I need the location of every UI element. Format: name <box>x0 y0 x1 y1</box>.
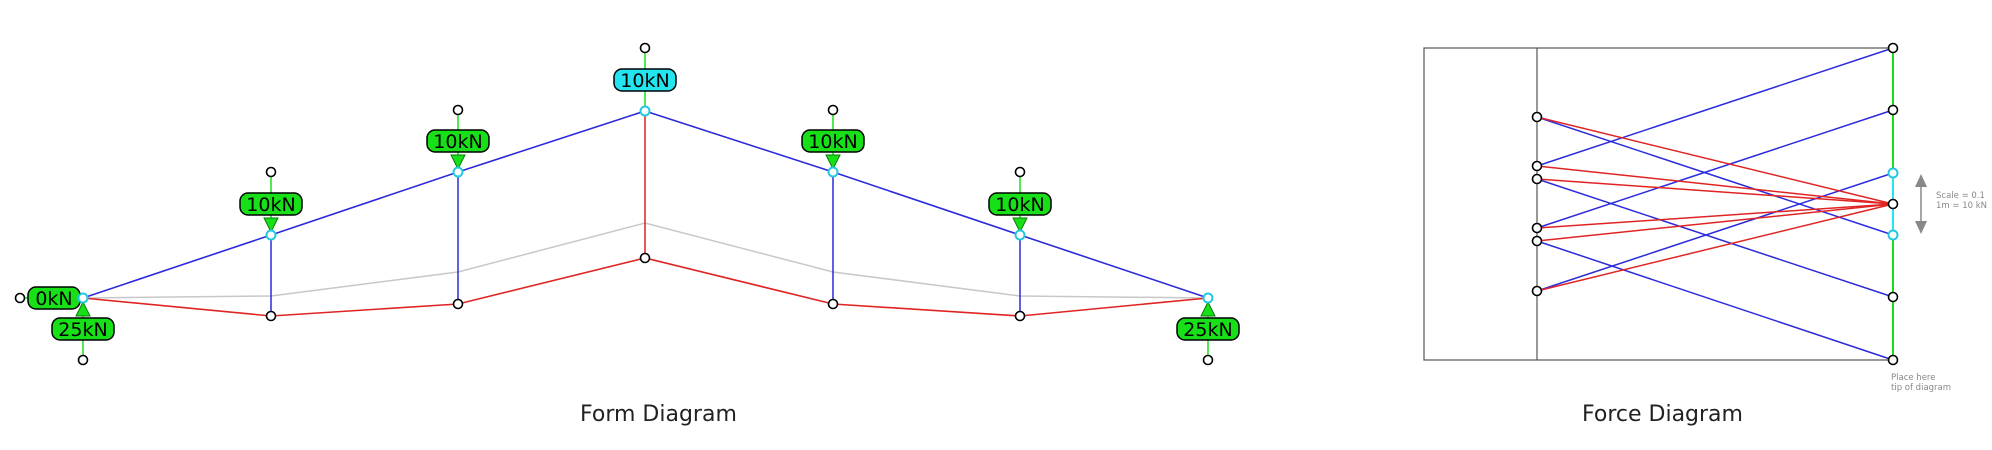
load-tag-node-2[interactable]: 10kN <box>426 129 490 153</box>
force-diagram-caption: Force Diagram <box>1582 402 1743 427</box>
force-line <box>1536 178 1894 298</box>
force-node[interactable] <box>1887 104 1899 116</box>
load-arrow <box>825 154 841 171</box>
force-line <box>1536 203 1894 292</box>
force-line <box>1536 47 1894 167</box>
scale-label: Scale = 0.1 <box>1936 191 1985 201</box>
anchor-point[interactable] <box>639 42 651 54</box>
force-line <box>1536 116 1894 205</box>
reaction-arrow <box>75 300 91 317</box>
load-arrow <box>450 154 466 171</box>
top-node[interactable] <box>1202 292 1214 304</box>
svg-text:25kN: 25kN <box>1183 319 1232 341</box>
force-line <box>1536 165 1894 205</box>
force-node[interactable] <box>1531 111 1543 123</box>
svg-text:10kN: 10kN <box>246 194 295 216</box>
force-line <box>1536 109 1894 229</box>
reaction-arrow <box>1200 300 1216 317</box>
svg-text:0kN: 0kN <box>35 288 72 310</box>
force-node-selected[interactable] <box>1887 229 1899 241</box>
reaction-tag-left[interactable]: 25kN <box>51 317 115 341</box>
force-diagram-frame <box>1423 47 1894 361</box>
force-line <box>1536 116 1894 236</box>
bottom-node[interactable] <box>1014 310 1026 322</box>
force-line <box>1536 172 1894 292</box>
svg-text:25kN: 25kN <box>58 319 107 341</box>
force-node[interactable] <box>1887 42 1899 54</box>
anchor-point[interactable] <box>1014 166 1026 178</box>
load-arrow <box>1012 217 1028 234</box>
force-node[interactable] <box>1887 354 1899 366</box>
scale-arrow[interactable] <box>1915 174 1927 234</box>
force-line <box>1536 203 1894 229</box>
placement-hint-line-2: tip of diagram <box>1891 383 1951 393</box>
force-node[interactable] <box>1531 235 1543 247</box>
force-diagram: Scale = 0.1 1m = 10 kN Place here tip of… <box>1423 42 1987 393</box>
force-node-selected[interactable] <box>1887 167 1899 179</box>
top-node[interactable] <box>265 229 277 241</box>
svg-text:10kN: 10kN <box>995 194 1044 216</box>
bottom-node[interactable] <box>265 310 277 322</box>
scale-unit-label: 1m = 10 kN <box>1936 201 1987 211</box>
load-tag-node-4[interactable]: 10kN <box>801 129 865 153</box>
bottom-node[interactable] <box>639 252 651 264</box>
svg-text:10kN: 10kN <box>433 131 482 153</box>
bottom-node[interactable] <box>452 298 464 310</box>
force-line <box>1536 240 1894 361</box>
top-chord-left <box>82 110 646 299</box>
top-node[interactable] <box>639 105 651 117</box>
force-node[interactable] <box>1531 173 1543 185</box>
anchor-point[interactable] <box>77 354 89 366</box>
svg-text:10kN: 10kN <box>620 70 669 92</box>
force-node[interactable] <box>1887 291 1899 303</box>
load-tag-node-1[interactable]: 10kN <box>239 192 303 216</box>
top-node[interactable] <box>77 292 89 304</box>
placement-hint: Place here <box>1891 373 1935 383</box>
anchor-point[interactable] <box>1202 354 1214 366</box>
force-node[interactable] <box>1531 222 1543 234</box>
bottom-node[interactable] <box>827 298 839 310</box>
force-line <box>1536 178 1894 205</box>
anchor-point[interactable] <box>827 104 839 116</box>
bottom-chord <box>82 257 1209 317</box>
top-node[interactable] <box>827 166 839 178</box>
load-tag-apex[interactable]: 10kN <box>613 68 677 92</box>
reaction-tag-right[interactable]: 25kN <box>1176 317 1240 341</box>
force-node[interactable] <box>1531 285 1543 297</box>
load-tag-node-5[interactable]: 10kN <box>988 192 1052 216</box>
top-node[interactable] <box>452 166 464 178</box>
force-node[interactable] <box>1531 160 1543 172</box>
anchor-point[interactable] <box>452 104 464 116</box>
form-diagram-caption: Form Diagram <box>580 402 737 427</box>
force-line <box>1536 203 1894 242</box>
top-node[interactable] <box>1014 229 1026 241</box>
force-node[interactable] <box>1887 198 1899 210</box>
anchor-point[interactable] <box>265 166 277 178</box>
svg-text:10kN: 10kN <box>808 131 857 153</box>
form-diagram: 0kN 25kN 10kN 10kN 10kN 10kN 10kN 25kN <box>14 42 1240 366</box>
load-arrow <box>263 217 279 234</box>
anchor-point[interactable] <box>14 292 26 304</box>
load-tag-left-zero[interactable]: 0kN <box>27 286 81 310</box>
top-chord-right <box>644 110 1209 299</box>
